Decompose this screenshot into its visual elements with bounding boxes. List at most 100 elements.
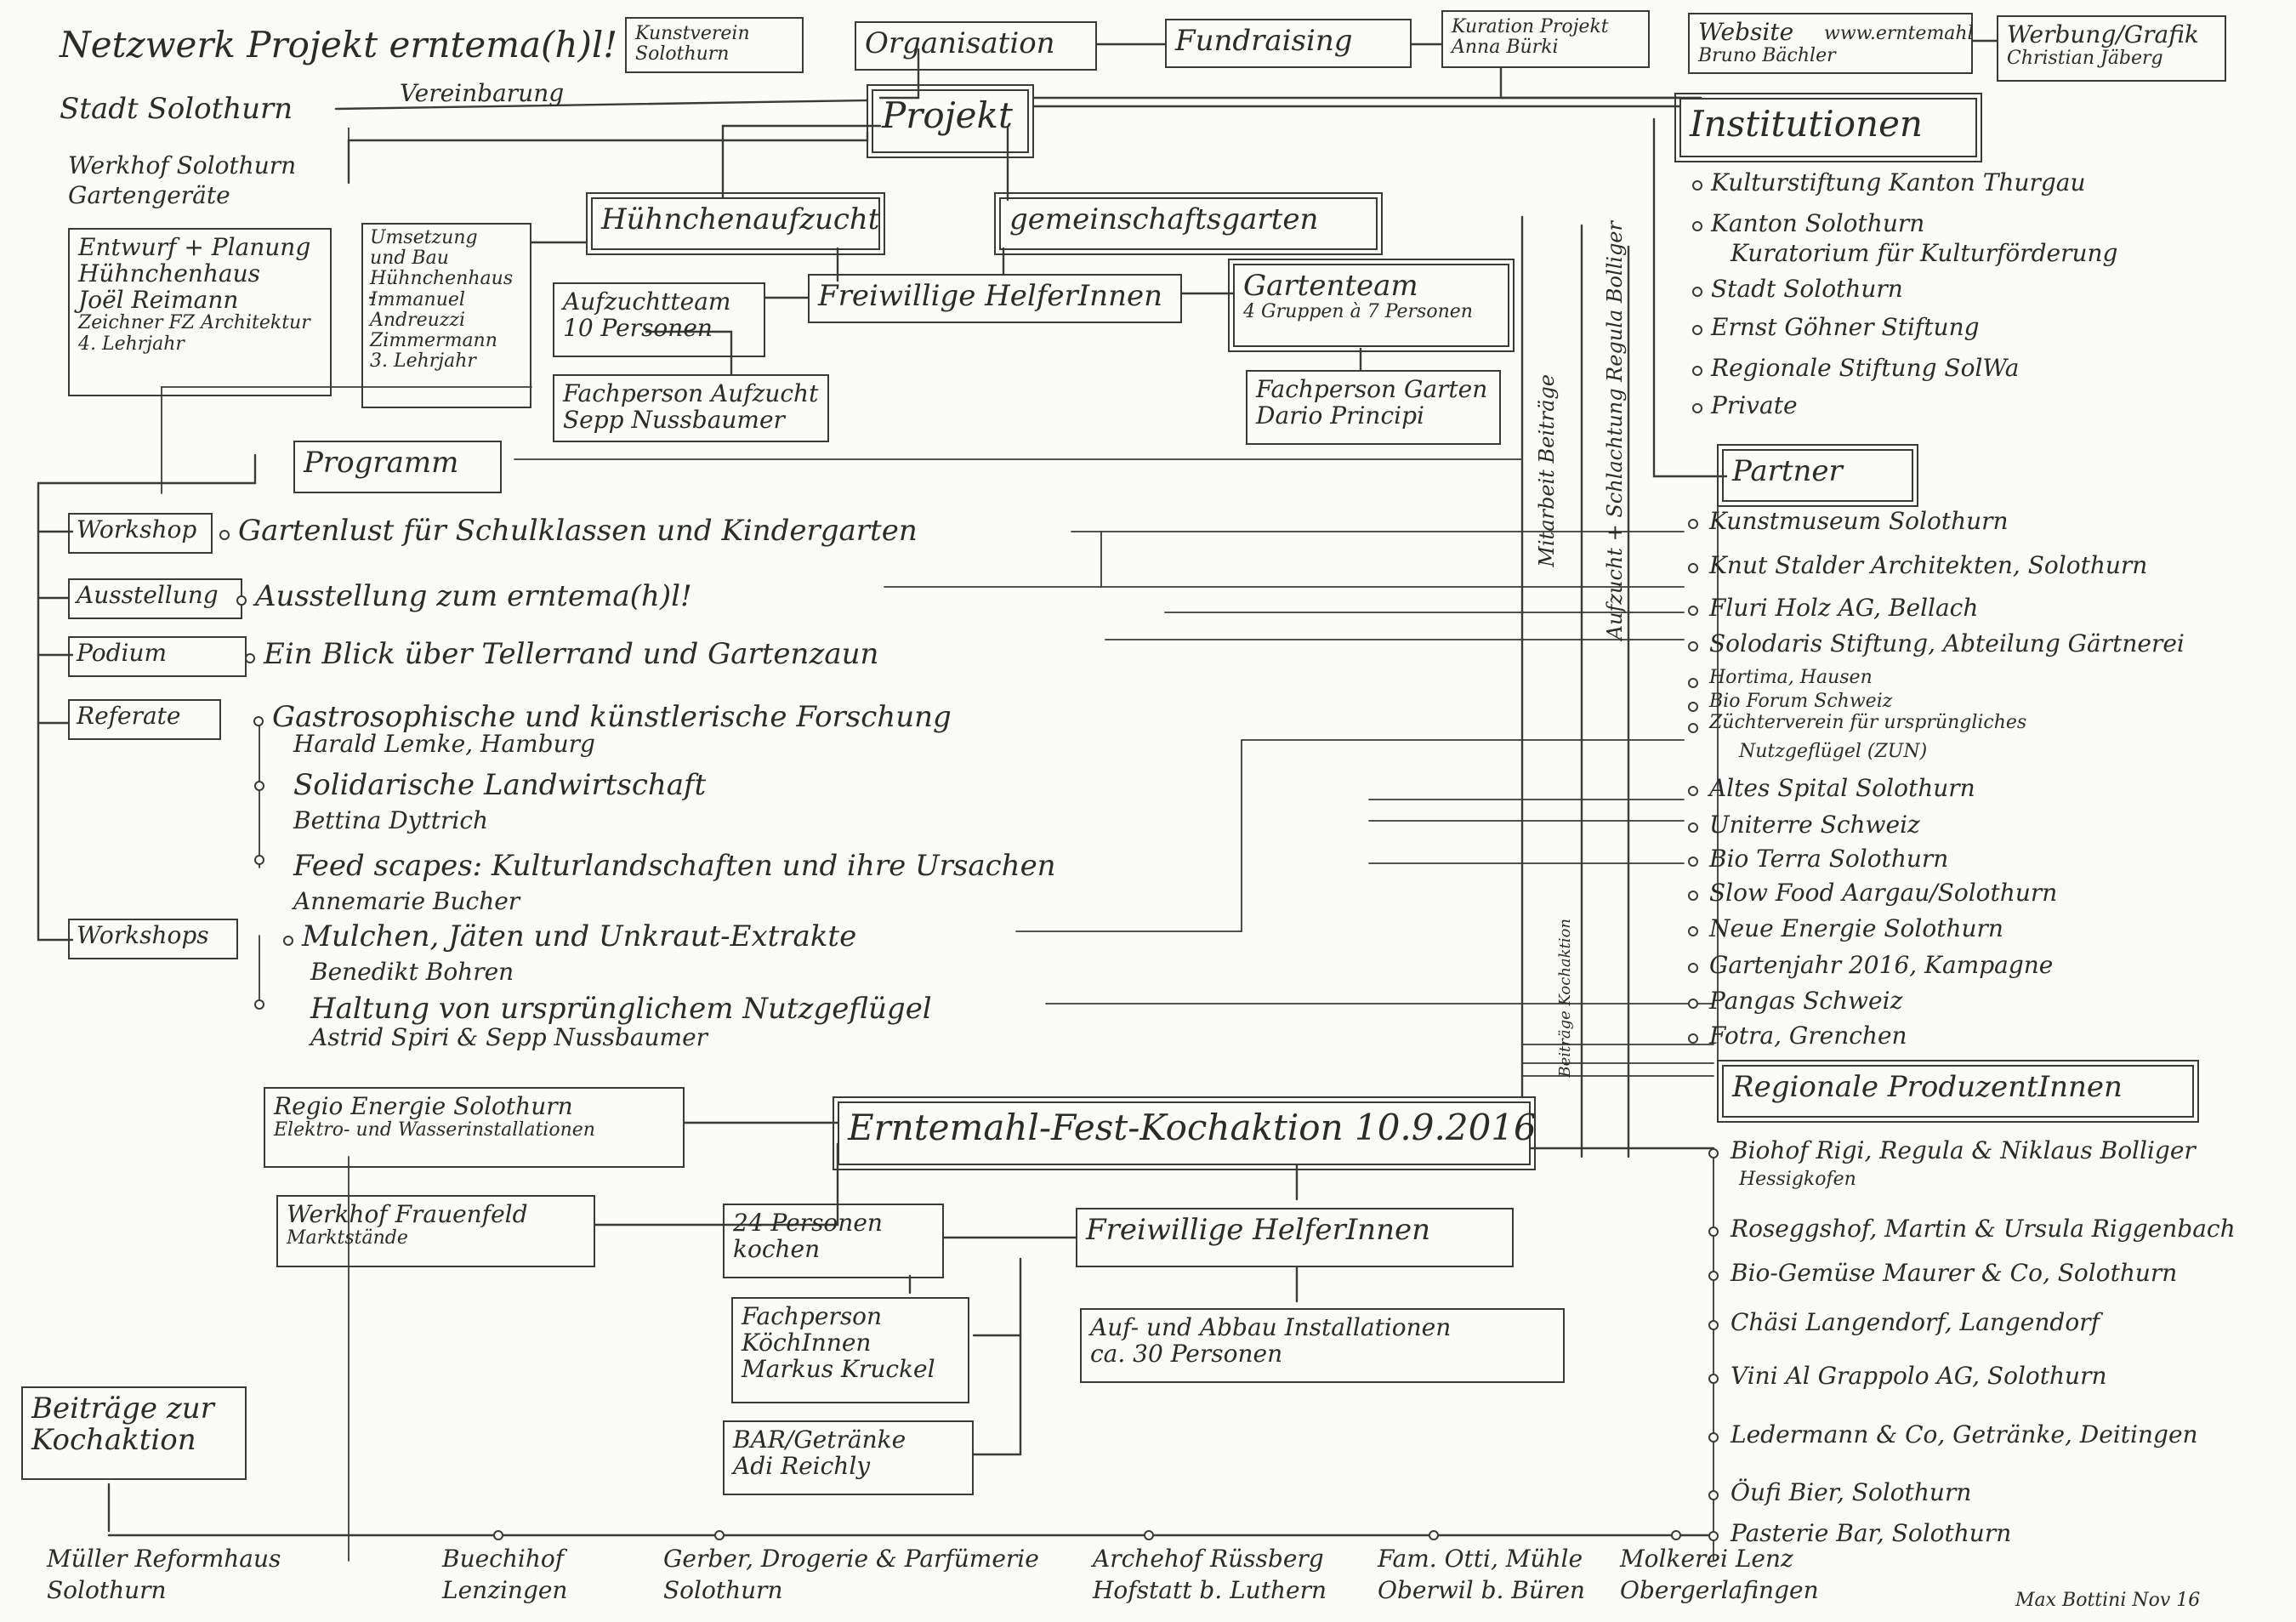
connector: [645, 330, 733, 376]
partner-box: Partner: [1717, 444, 1918, 507]
box-label: Zimmermann: [370, 329, 497, 351]
partner-item: Altes Spital Solothurn: [1709, 774, 1975, 802]
contributor-name: Müller Reformhaus: [47, 1545, 281, 1573]
box-label: Christian Jäberg: [2007, 47, 2163, 69]
box-label: Marktstände: [287, 1226, 408, 1249]
connector-node: [1708, 1531, 1719, 1541]
aufzucht-box: Aufzuchtteam 10 Personen: [553, 282, 765, 357]
connector-node: [254, 999, 264, 1010]
connector: [721, 124, 882, 199]
program-text: Gastrosophische und künstlerische Forsch…: [272, 700, 952, 734]
werbung-box: Werbung/Grafik Christian Jäberg: [1997, 15, 2226, 82]
partner-item: Nutzgeflügel (ZUN): [1739, 741, 1928, 762]
koch24-box: 24 Personen kochen: [723, 1204, 944, 1278]
partner-item: Knut Stalder Architekten, Solothurn: [1709, 551, 2148, 579]
contributor-name: Molkerei Lenz: [1620, 1545, 1793, 1573]
bar-box: BAR/Getränke Adi Reichly: [723, 1420, 974, 1495]
program-text: Ausstellung zum erntema(h)l!: [255, 579, 692, 613]
connector: [347, 130, 869, 185]
connector-node: [1688, 786, 1698, 796]
connector-node: [1708, 1226, 1719, 1237]
connector-node: [1688, 641, 1698, 652]
connector-node: [254, 781, 264, 791]
referate-item: Bettina Dyttrich: [293, 806, 489, 834]
label-beitraege-kochaktion: Beiträge Kochaktion: [1556, 919, 1574, 1078]
partner-item: Fluri Holz AG, Bellach: [1709, 594, 1979, 622]
box-label: Gartenteam: [1243, 269, 1418, 303]
institution-item: Kuratorium für Kulturförderung: [1731, 239, 2118, 267]
connector-node: [1708, 1148, 1719, 1158]
website-box: Website Bruno Bächler: [1688, 13, 1973, 74]
program-label: Workshops: [77, 921, 209, 949]
box-label: Markus Kruckel: [742, 1354, 935, 1383]
regionale-box: Regionale ProduzentInnen: [1717, 1060, 2199, 1123]
box-label: Organisation: [865, 26, 1055, 60]
connector-node: [1708, 1320, 1719, 1330]
contributor-place: Solothurn: [663, 1576, 783, 1604]
connector-node: [1708, 1432, 1719, 1443]
connector: [161, 386, 532, 494]
connector-node: [1144, 1530, 1154, 1540]
institution-item: Regionale Stiftung SolWa: [1711, 354, 2020, 382]
partner-item: Neue Energie Solothurn: [1709, 914, 2003, 942]
connector-node: [1692, 325, 1702, 335]
regio-energie-box: Regio Energie Solothurn Elektro- und Was…: [264, 1087, 685, 1168]
box-label: Erntemahl-Fest-Kochaktion 10.9.2016: [848, 1107, 1537, 1148]
partner-item: Bio Terra Solothurn: [1709, 845, 1949, 873]
connector-node: [253, 716, 264, 726]
box-label: 3. Lehrjahr: [370, 350, 476, 373]
werkhof-solothurn: Werkhof Solothurn: [68, 151, 297, 179]
connector: [878, 48, 920, 100]
box-label: 4. Lehrjahr: [78, 333, 185, 355]
box-label: Beiträge zur: [31, 1392, 214, 1426]
connector: [334, 99, 869, 111]
program-label-box: Podium: [68, 636, 247, 677]
beitraege-box: Beiträge zur Kochaktion: [21, 1386, 247, 1480]
connector: [972, 1257, 1022, 1337]
diagram-title: Netzwerk Projekt erntema(h)l!: [60, 24, 618, 65]
connector-node: [1692, 366, 1702, 376]
box-label: BAR/Getränke: [733, 1426, 906, 1454]
box-label: Freiwillige HelferInnen: [818, 279, 1162, 313]
referate-item: Feed scapes: Kulturlandschaften und ihre…: [293, 849, 1056, 883]
connector-node: [1688, 678, 1698, 688]
partner-item: Slow Food Aargau/Solothurn: [1709, 879, 2058, 907]
connector-node: [714, 1530, 725, 1540]
box-label: Elektro- und Wasserinstallationen: [274, 1118, 595, 1141]
contributor-name: Gerber, Drogerie & Parfümerie: [663, 1545, 1039, 1573]
garten-box: gemeinschaftsgarten: [994, 192, 1383, 255]
connector-node: [1688, 822, 1698, 833]
program-label-box: Workshop: [68, 513, 213, 554]
box-label: und Bau: [370, 248, 449, 270]
box-label: Fundraising: [1175, 24, 1353, 58]
umsetzung-box: Umsetzung und Bau Hühnchenhaus Immanuel …: [361, 223, 531, 408]
box-label: Werbung/Grafik: [2007, 20, 2199, 48]
box-label: Fachperson Aufzucht: [563, 379, 819, 407]
referate-item: Solidarische Landwirtschaft: [293, 768, 707, 802]
connector-node: [1671, 1530, 1681, 1540]
box-label: Programm: [304, 446, 459, 480]
box-label: Kochaktion: [31, 1423, 196, 1458]
connector-node: [254, 855, 264, 865]
partner-item: Kunstmuseum Solothurn: [1709, 507, 2009, 535]
box-label: Hühnchenaufzucht: [601, 202, 880, 236]
partner-item: Züchterverein für ursprüngliches: [1709, 712, 2027, 733]
program-label: Workshop: [77, 515, 197, 544]
connector-node: [245, 653, 255, 663]
connector-node: [1688, 999, 1698, 1009]
program-label-box: Referate: [68, 699, 221, 740]
partner-item: Bio Forum Schweiz: [1709, 691, 1893, 712]
partner-item: Uniterre Schweiz: [1709, 811, 1920, 839]
organisation-box: Organisation: [855, 21, 1097, 71]
regionale-item: Bio-Gemüse Maurer & Co, Solothurn: [1731, 1259, 2178, 1287]
referate-item: Harald Lemke, Hamburg: [293, 730, 595, 758]
institution-item: Private: [1711, 391, 1798, 419]
connector-node: [1688, 891, 1698, 901]
connector-node: [1688, 723, 1698, 733]
aufbau-box: Auf- und Abbau Installationen ca. 30 Per…: [1080, 1308, 1565, 1383]
regionale-item: Chäsi Langendorf, Langendorf: [1731, 1308, 2100, 1336]
fach-garten-box: Fachperson Garten Dario Principi: [1246, 370, 1501, 445]
freiwillige-box-2: Freiwillige HelferInnen: [1076, 1208, 1514, 1267]
huehnchen-box: Hühnchenaufzucht: [586, 192, 885, 255]
